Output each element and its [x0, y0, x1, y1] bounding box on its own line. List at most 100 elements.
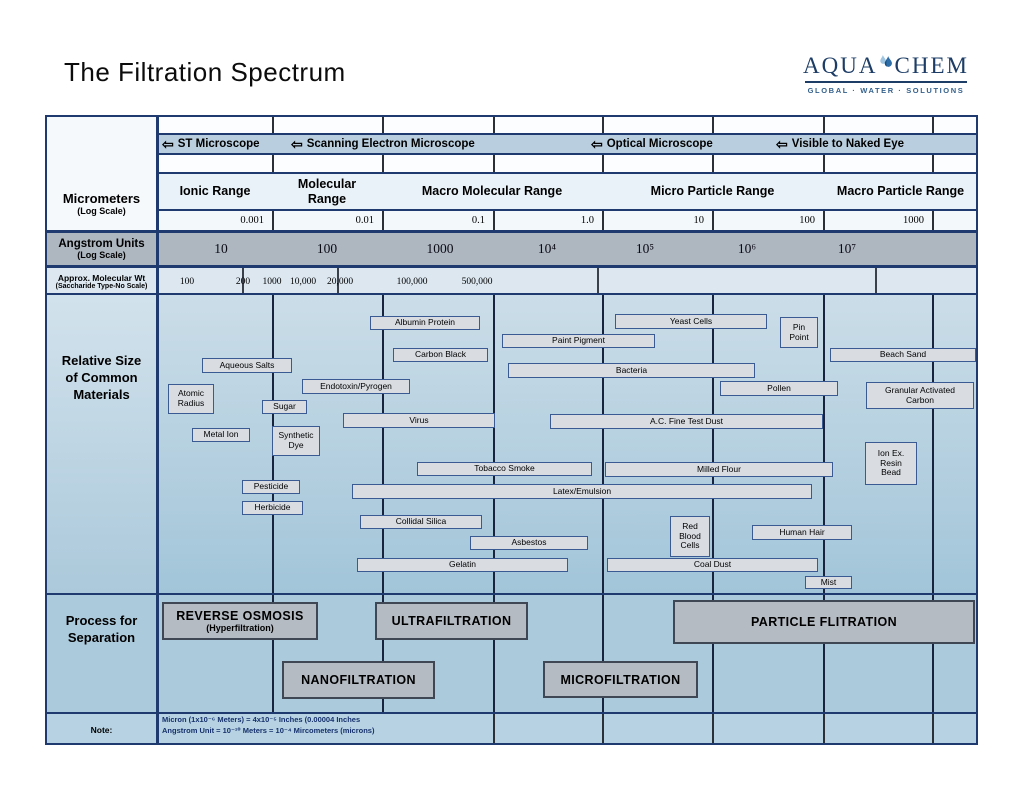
material-bar-label: Human Hair	[779, 526, 825, 537]
grid-line	[597, 268, 599, 293]
grid-line	[382, 115, 384, 133]
grid-line	[875, 268, 877, 293]
angstrom-value: 10⁴	[537, 241, 557, 256]
water-drops-icon	[880, 54, 893, 67]
microscope-range: ⇦ ST Microscope	[162, 134, 260, 153]
section-divider	[45, 712, 978, 714]
logo-divider	[805, 81, 967, 83]
angstrom-scale-label: Angstrom Units (Log Scale)	[45, 233, 158, 265]
material-bar-label: Atomic Radius	[177, 388, 205, 408]
material-bar-label: Virus	[409, 414, 429, 425]
angstrom-value: 100	[316, 241, 338, 256]
grid-line	[493, 211, 495, 230]
note-label: Note:	[45, 714, 158, 745]
grid-line	[337, 268, 339, 293]
microscope-band	[158, 133, 978, 155]
material-bar: Tobacco Smoke	[417, 462, 592, 476]
grid-line	[602, 295, 604, 712]
molwt-title: Approx. Molecular Wt	[57, 273, 146, 283]
material-bar: Atomic Radius	[168, 384, 214, 414]
grid-line	[823, 211, 825, 230]
grid-line	[382, 295, 384, 712]
material-bar: Coal Dust	[607, 558, 818, 572]
material-bar-label: Gelatin	[449, 559, 476, 570]
table-outer-border	[45, 115, 978, 745]
process-box-label: NANOFILTRATION	[301, 673, 416, 687]
material-bar-label: Bacteria	[615, 364, 648, 375]
micrometer-value: 0.01	[355, 215, 374, 226]
left-arrow-icon: ⇦	[776, 135, 788, 152]
range-label: Micro Particle Range	[650, 184, 775, 199]
micrometer-value: 10	[693, 215, 705, 226]
grid-line	[602, 155, 604, 172]
process-box-label: REVERSE OSMOSIS	[176, 609, 304, 623]
microscope-range-text: Visible to Naked Eye	[791, 137, 905, 150]
material-bar-label: Milled Flour	[697, 463, 741, 474]
note-text: Micron (1x10⁻⁶ Meters) = 4x10⁻⁵ Inches (…	[162, 715, 502, 737]
micrometers-subtitle: (Log Scale)	[77, 206, 126, 216]
material-bar-label: Pin Point	[789, 321, 809, 342]
material-bar: Endotoxin/Pyrogen	[302, 379, 410, 394]
material-bar-label: Mist	[820, 576, 837, 587]
microscope-range-text: ST Microscope	[177, 137, 260, 150]
material-bar-label: Red Blood Cells	[679, 520, 701, 551]
grid-line	[382, 155, 384, 172]
microscope-range: ⇦ Scanning Electron Microscope	[291, 134, 475, 153]
material-bar: Human Hair	[752, 525, 852, 540]
molwt-value: 100,000	[396, 276, 428, 287]
logo-wordmark: AQUA CHEM	[803, 44, 969, 77]
microscope-range-text: Scanning Electron Microscope	[306, 137, 475, 150]
angstrom-title: Angstrom Units	[58, 238, 145, 250]
material-bar-label: A.C. Fine Test Dust	[649, 415, 724, 426]
material-bar-label: Asbestos	[511, 537, 547, 548]
material-bar: Latex/Emulsion	[352, 484, 812, 499]
angstrom-value: 10⁶	[737, 241, 757, 256]
material-bar: Sugar	[262, 400, 307, 414]
grid-line	[712, 115, 714, 133]
process-box-sublabel: (Hyperfiltration)	[206, 623, 274, 633]
grid-line	[493, 115, 495, 133]
process-section-label: Process for Separation	[45, 595, 158, 712]
label-column-divider	[156, 115, 159, 745]
process-box-label: PARTICLE FLITRATION	[750, 615, 897, 629]
material-bar: Virus	[343, 413, 495, 428]
process-box: NANOFILTRATION	[282, 661, 435, 699]
microscope-range: ⇦ Visible to Naked Eye	[776, 134, 904, 153]
micrometers-scale-label: Micrometers (Log Scale)	[45, 115, 158, 230]
grid-line	[712, 211, 714, 230]
material-bar-label: Aqueous Salts	[219, 359, 275, 370]
molwt-value: 500,000	[461, 276, 493, 287]
material-bar-label: Synthetic Dye	[278, 430, 314, 450]
microscope-range-text: Optical Microscope	[606, 137, 713, 150]
molwt-subtitle: (Saccharide Type-No Scale)	[55, 283, 148, 290]
molecular-weight-label: Approx. Molecular Wt (Saccharide Type-No…	[45, 270, 158, 293]
material-bar-label: Paint Pigment	[552, 335, 605, 346]
material-bar: Beach Sand	[830, 348, 976, 362]
aquachem-logo: AQUA CHEM GLOBAL · WATER · SOLUTIONS	[803, 44, 969, 95]
material-bar-label: Sugar	[273, 401, 296, 412]
material-bar-label: Yeast Cells	[669, 315, 713, 326]
gap-strip	[158, 155, 978, 172]
material-bar-label: Beach Sand	[879, 349, 927, 360]
material-bar-label: Endotoxin/Pyrogen	[320, 380, 392, 391]
material-bar: Ion Ex. Resin Bead	[865, 442, 917, 485]
grid-line	[823, 115, 825, 133]
material-bar: Pin Point	[780, 317, 818, 348]
molwt-value: 10,000	[289, 276, 317, 287]
molecular-weight-band	[45, 268, 978, 295]
process-box-label: ULTRAFILTRATION	[391, 614, 512, 628]
material-bar: Carbon Black	[393, 348, 488, 362]
material-bar: Albumin Protein	[370, 316, 480, 330]
range-label: Macro Particle Range	[836, 184, 965, 199]
logo-text-chem: CHEM	[894, 53, 969, 78]
grid-line	[602, 211, 604, 230]
angstrom-subtitle: (Log Scale)	[77, 250, 126, 260]
grid-line	[602, 714, 604, 745]
grid-line	[712, 155, 714, 172]
grid-line	[823, 155, 825, 172]
grid-line	[932, 211, 934, 230]
microscope-range: ⇦ Optical Microscope	[591, 134, 713, 153]
material-bar-label: Carbon Black	[414, 349, 467, 360]
material-bar: Gelatin	[357, 558, 568, 572]
